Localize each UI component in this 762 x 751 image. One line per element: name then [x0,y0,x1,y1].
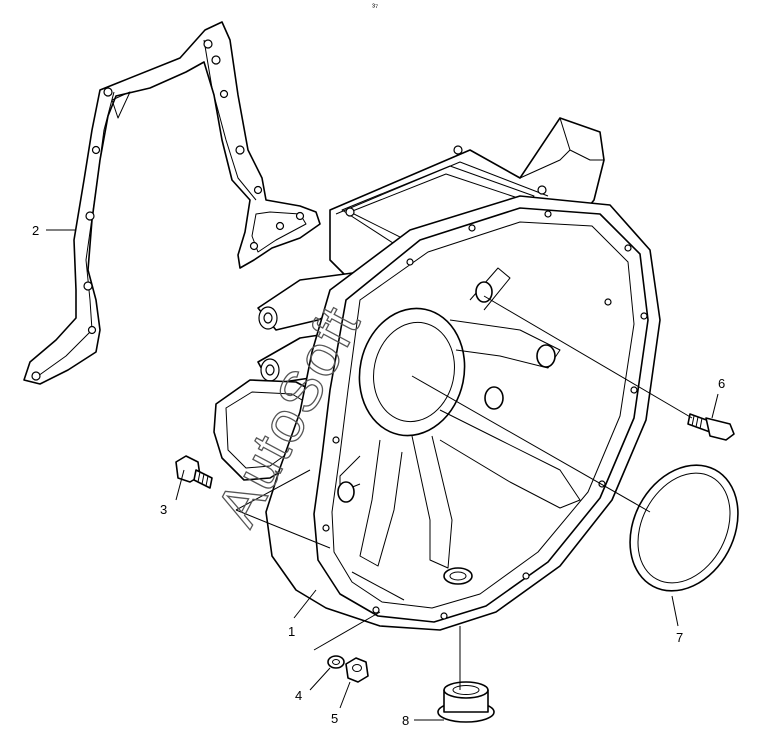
callout-7: 7 [676,630,683,645]
bolt-6 [687,413,735,441]
callout-8: 8 [402,713,409,728]
callout-3: 3 [160,502,167,517]
plug [437,681,495,723]
o-ring [629,464,739,592]
callout-1: 1 [288,624,295,639]
callout-4: 4 [295,688,302,703]
nut [345,657,369,683]
top-mark: ³⁷ [372,2,378,12]
washer [327,655,345,669]
callout-5: 5 [331,711,338,726]
bolt-3 [175,455,213,489]
callout-6: 6 [718,376,725,391]
callout-2: 2 [32,223,39,238]
flywheel-housing [213,117,661,631]
gasket [23,21,321,385]
leader-lines [46,229,719,721]
